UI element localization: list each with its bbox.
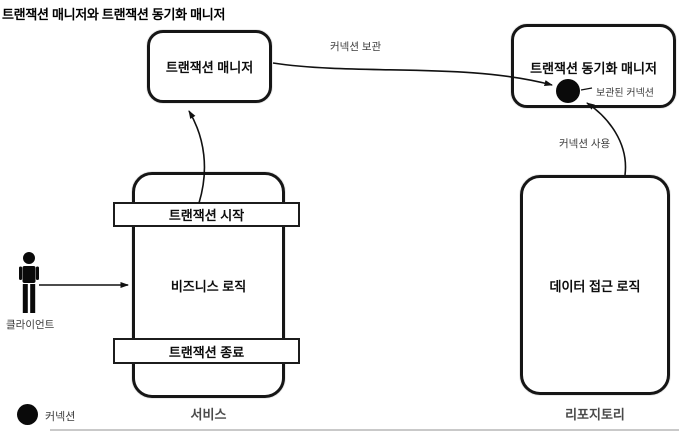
cropped-next-figure-edge — [50, 429, 679, 431]
diagram-title: 트랜잭션 매니저와 트랜잭션 동기화 매니저 — [2, 7, 226, 22]
use-connection-edge-label: 커넥션 사용 — [559, 138, 611, 150]
data-access-logic-label: 데이터 접근 로직 — [549, 279, 641, 294]
service-caption: 서비스 — [190, 407, 227, 422]
sync-manager-label: 트랜잭션 동기화 매니저 — [530, 61, 657, 76]
connection-legend-dot — [17, 404, 38, 425]
transaction-start-bar: 트랜잭션 시작 — [113, 202, 300, 227]
transaction-manager-label: 트랜잭션 매니저 — [165, 60, 254, 75]
business-logic-label: 비즈니스 로직 — [170, 279, 247, 294]
transaction-end-label: 트랜잭션 종료 — [168, 344, 245, 360]
stored-connection-dot — [556, 79, 580, 103]
connection-legend-label: 커넥션 — [45, 411, 76, 423]
transaction-manager-box: 트랜잭션 매니저 — [147, 30, 272, 103]
client-label: 클라이언트 — [6, 319, 55, 331]
transaction-end-bar: 트랜잭션 종료 — [113, 338, 300, 364]
store-connection-edge-label: 커넥션 보관 — [330, 41, 382, 53]
transaction-start-label: 트랜잭션 시작 — [168, 208, 245, 223]
repository-caption: 리포지토리 — [565, 407, 625, 422]
stored-connection-label: 보관된 커넥션 — [596, 88, 654, 99]
repository-box — [520, 175, 670, 395]
client-person-icon — [19, 252, 39, 313]
